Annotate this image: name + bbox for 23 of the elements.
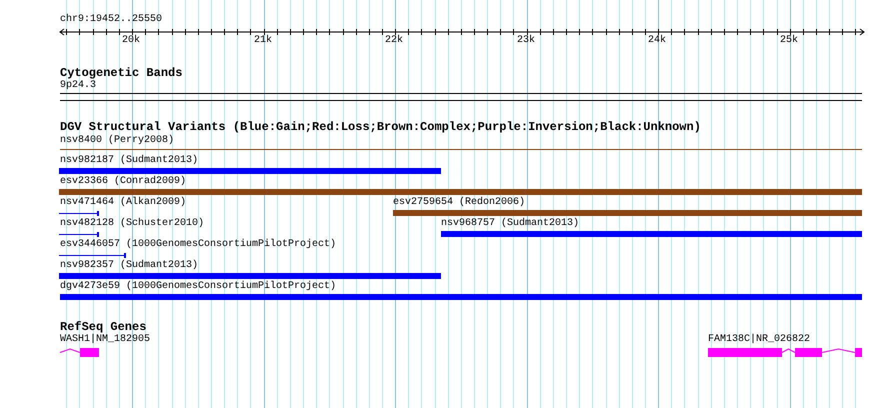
gene-label: WASH1|NM_182905 bbox=[60, 334, 150, 345]
band-label: 9p24.3 bbox=[60, 80, 96, 91]
tick-label: 24k bbox=[648, 35, 666, 46]
variant-label: esv2759654 (Redon2006) bbox=[393, 197, 526, 208]
tick-label: 25k bbox=[780, 35, 798, 46]
tick-label: 21k bbox=[254, 35, 272, 46]
track-heading: DGV Structural Variants (Blue:Gain;Red:Loss;Brown:Complex;Purple:Inversion;Black:Unknown) bbox=[60, 121, 701, 134]
variant-label: esv23366 (Conrad2009) bbox=[60, 176, 186, 187]
variant-label: dgv4273e59 (1000GenomesConsortiumPilotProject) bbox=[60, 281, 336, 292]
track-heading: RefSeq Genes bbox=[60, 321, 146, 334]
variant-label: nsv482128 (Schuster2010) bbox=[60, 218, 204, 229]
tick-label: 20k bbox=[122, 35, 140, 46]
variant-label: esv3446057 (1000GenomesConsortiumPilotProject) bbox=[60, 239, 336, 250]
tick-label: 23k bbox=[517, 35, 536, 46]
variant-label: nsv471464 (Alkan2009) bbox=[60, 197, 186, 208]
track-heading: Cytogenetic Bands bbox=[60, 67, 182, 80]
variant-label: nsv982187 (Sudmant2013) bbox=[60, 155, 198, 166]
variant-label: nsv982357 (Sudmant2013) bbox=[60, 260, 198, 271]
position-label: chr9:19452..25550 bbox=[60, 14, 162, 25]
tick-label: 22k bbox=[385, 35, 404, 46]
variant-label: nsv8400 (Perry2008) bbox=[60, 135, 174, 146]
variant-label: nsv968757 (Sudmant2013) bbox=[441, 218, 580, 229]
gene-label: FAM138C|NR_026822 bbox=[708, 334, 810, 345]
